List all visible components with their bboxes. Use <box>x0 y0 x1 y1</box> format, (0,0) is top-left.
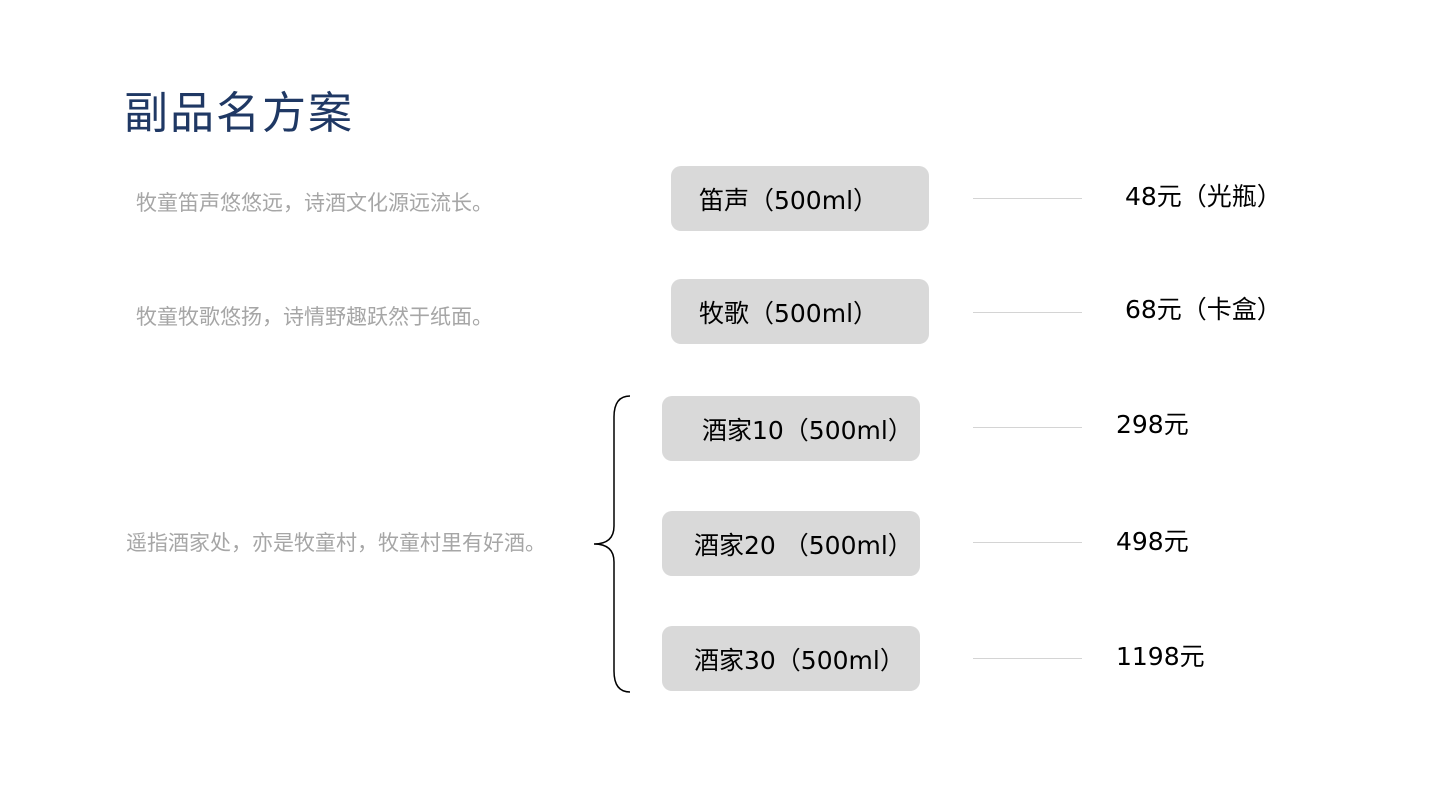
group-item-1-name: 酒家10（500ml） <box>702 415 913 445</box>
row-1-name: 笛声（500ml） <box>699 185 879 215</box>
group-item-2-price: 498元 <box>1116 527 1189 556</box>
row-1-connector-line <box>973 198 1082 199</box>
group-item-1-connector-line <box>973 427 1082 428</box>
page-title: 副品名方案 <box>124 88 354 139</box>
group-item-1-price: 298元 <box>1116 410 1189 439</box>
row-2-price: 68元（卡盒） <box>1125 295 1282 324</box>
row-2-connector-line <box>973 312 1082 313</box>
row-2-name-box: 牧歌（500ml） <box>671 279 929 344</box>
group-item-3-price: 1198元 <box>1116 642 1205 671</box>
group-item-3-connector-line <box>973 658 1082 659</box>
group-item-1-name-box: 酒家10（500ml） <box>662 396 920 461</box>
group-description: 遥指酒家处，亦是牧童村，牧童村里有好酒。 <box>126 531 546 555</box>
group-item-2-connector-line <box>973 542 1082 543</box>
curly-brace-icon <box>593 395 630 693</box>
group-item-2-name: 酒家20 （500ml） <box>694 530 913 560</box>
row-1-description: 牧童笛声悠悠远，诗酒文化源远流长。 <box>136 191 493 215</box>
row-1-price: 48元（光瓶） <box>1125 182 1282 211</box>
row-1-name-box: 笛声（500ml） <box>671 166 929 231</box>
group-item-3-name: 酒家30（500ml） <box>694 645 905 675</box>
row-2-name: 牧歌（500ml） <box>699 298 879 328</box>
group-item-2-name-box: 酒家20 （500ml） <box>662 511 920 576</box>
group-item-3-name-box: 酒家30（500ml） <box>662 626 920 691</box>
row-2-description: 牧童牧歌悠扬，诗情野趣跃然于纸面。 <box>136 305 493 329</box>
